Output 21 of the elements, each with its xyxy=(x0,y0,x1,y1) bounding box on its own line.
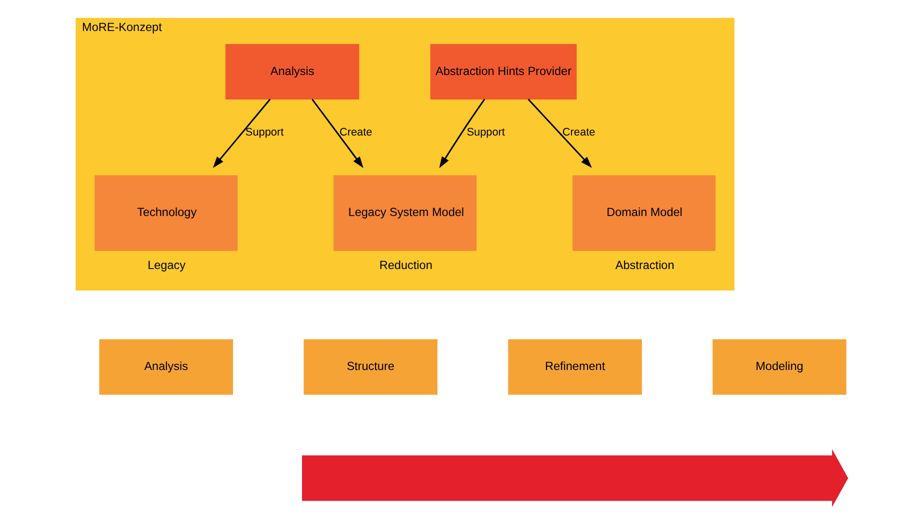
node-box: Domain Model xyxy=(572,175,716,251)
arrow xyxy=(212,98,271,168)
node-label: Abstraction xyxy=(615,258,674,272)
node-box: Modeling xyxy=(712,339,846,395)
edge-label: Create xyxy=(562,126,596,139)
arrow xyxy=(439,98,486,168)
edge-label: Support xyxy=(466,126,505,139)
edge-label: Support xyxy=(245,126,284,139)
arrow xyxy=(312,98,364,168)
node-box: Legacy System Model xyxy=(334,175,477,251)
edge-label: Create xyxy=(339,126,372,139)
node-arrow xyxy=(302,449,848,508)
node-box: Analysis xyxy=(99,339,233,395)
node-box: Refinement xyxy=(508,339,642,395)
node-label: Reduction xyxy=(379,258,432,272)
node-box: Analysis xyxy=(225,44,360,100)
node-box: Technology xyxy=(94,175,238,251)
node-box: Abstraction Hints Provider xyxy=(430,44,577,100)
arrow xyxy=(528,98,592,168)
node-label: Legacy xyxy=(148,258,186,272)
node-box: Structure xyxy=(304,339,438,395)
